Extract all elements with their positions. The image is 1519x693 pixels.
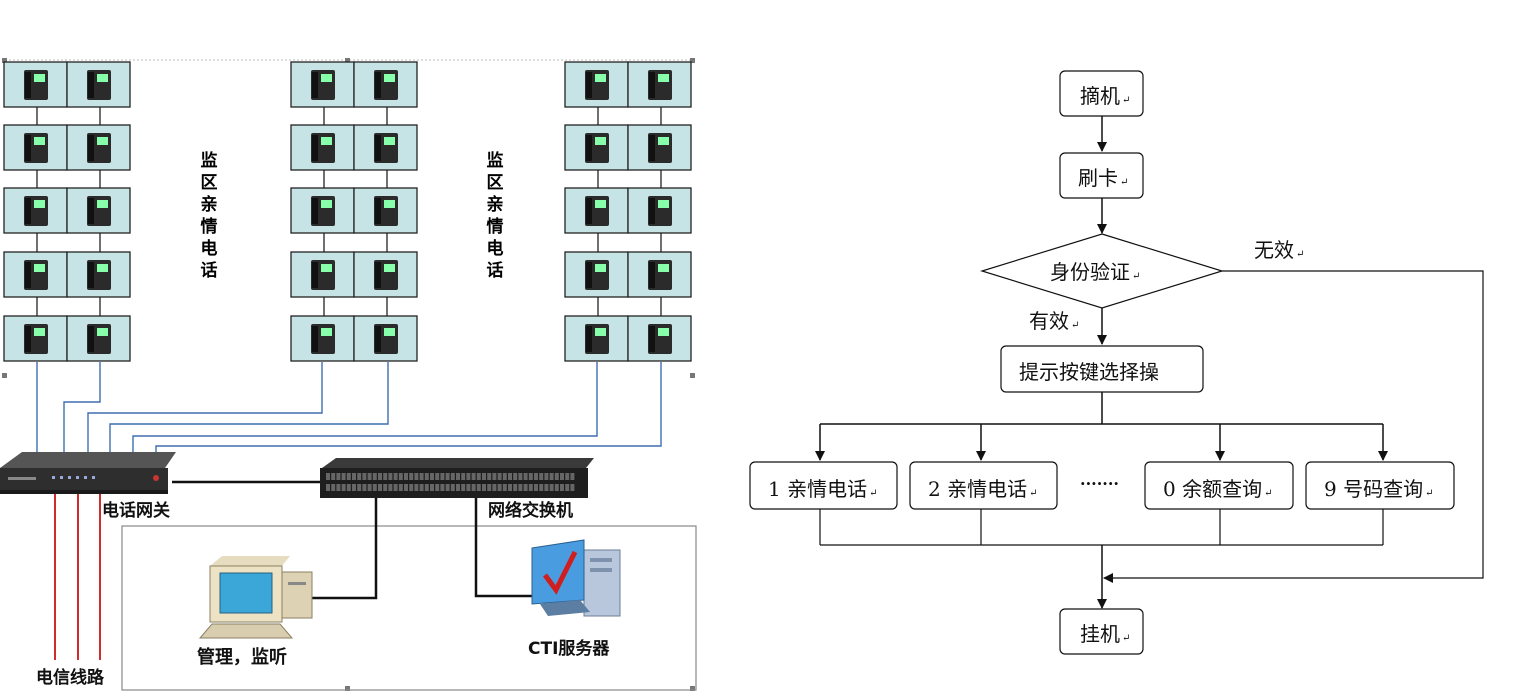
gateway-label: 电话网关 — [102, 500, 170, 521]
start-label: 摘机 — [1080, 84, 1120, 108]
option-ellipsis: ······· — [1080, 474, 1119, 493]
cti-server-icon — [531, 539, 621, 617]
option-label-3: 0 余额查询 — [1163, 477, 1262, 501]
svg-text:无效↵: 无效↵ — [1254, 238, 1304, 262]
phone-links — [36, 362, 662, 455]
svg-text:2 亲情电话↵: 2 亲情电话↵ — [928, 477, 1037, 501]
svg-text:身份验证↵: 身份验证↵ — [1050, 260, 1140, 284]
option-label-1: 1 亲情电话 — [768, 477, 867, 501]
phone-panels — [3, 61, 692, 362]
option-node-3 — [1144, 461, 1294, 510]
svg-text:有效↵: 有效↵ — [1029, 309, 1079, 333]
admin-computer-icon — [198, 556, 313, 639]
invalid-label: 无效 — [1254, 238, 1294, 262]
svg-text:摘机↵: 摘机↵ — [1080, 84, 1130, 108]
option-node-1 — [749, 461, 898, 510]
end-label: 挂机 — [1080, 622, 1120, 646]
zone-label-2: 监区亲情电话 — [487, 150, 504, 281]
cti-label: CTI服务器 — [528, 638, 610, 659]
option-label-4: 9 号码查询 — [1324, 477, 1423, 501]
svg-text:0 余额查询↵: 0 余额查询↵ — [1163, 477, 1272, 501]
valid-label: 有效 — [1029, 309, 1069, 333]
svg-text:9 号码查询↵: 9 号码查询↵ — [1324, 477, 1433, 501]
telecom-label: 电信线路 — [36, 667, 105, 688]
telecom-lines — [54, 494, 101, 660]
flowchart: 摘机↵ 刷卡↵ 身份验证↵ 无效↵ 有效↵ 提示按键选择操 1 亲情电话↵ 2 … — [749, 70, 1484, 655]
prompt-label: 提示按键选择操 — [1019, 360, 1159, 384]
end-node — [1059, 608, 1144, 655]
option-label-2: 2 亲情电话 — [928, 477, 1027, 501]
network-switch — [320, 458, 594, 498]
svg-text:刷卡↵: 刷卡↵ — [1078, 166, 1128, 190]
option-node-2 — [909, 461, 1058, 510]
option-node-4 — [1305, 461, 1455, 510]
network-diagram: 监区亲情电话 监区亲情电话 电话网关 — [0, 58, 697, 691]
svg-text:挂机↵: 挂机↵ — [1080, 622, 1130, 646]
switch-label: 网络交换机 — [488, 500, 573, 521]
admin-label: 管理，监听 — [197, 646, 287, 668]
svg-text:1 亲情电话↵: 1 亲情电话↵ — [768, 477, 877, 501]
zone-label-1: 监区亲情电话 — [201, 150, 218, 281]
swipe-label: 刷卡 — [1078, 166, 1118, 190]
verify-label: 身份验证 — [1050, 260, 1130, 284]
phone-gateway — [0, 452, 176, 494]
